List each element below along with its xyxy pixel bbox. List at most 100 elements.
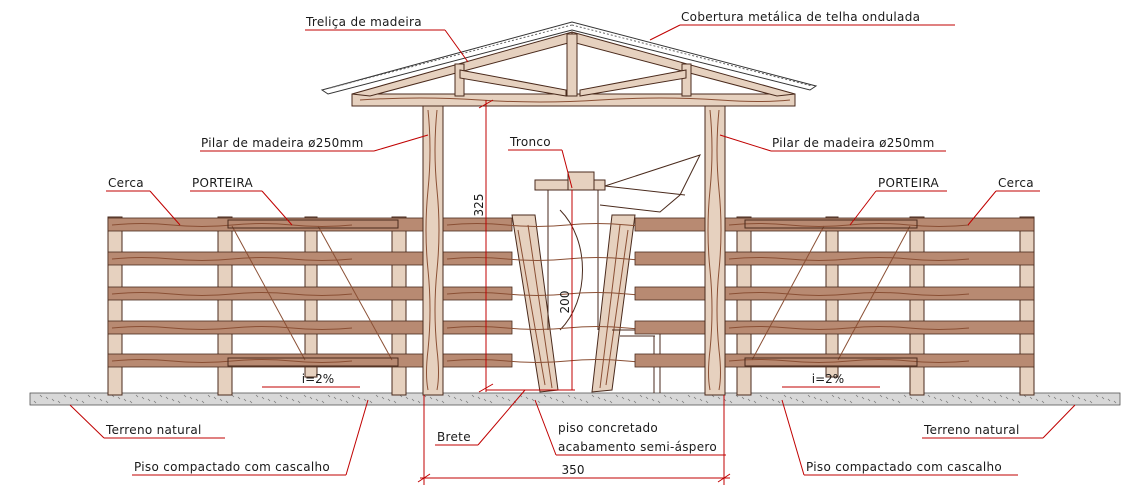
ground-hatch [537, 400, 541, 404]
ground-hatch [393, 400, 397, 404]
ground-hatch [243, 398, 247, 402]
ground-hatch [285, 396, 289, 400]
fence-rail [107, 286, 424, 301]
label-piso-compactado-left: Piso compactado com cascalho [132, 399, 369, 476]
svg-text:Treliça de madeira: Treliça de madeira [305, 15, 422, 29]
ground-hatch [309, 396, 313, 400]
ground-hatch [57, 400, 61, 404]
ground-hatch [75, 398, 79, 402]
ground-hatch [909, 396, 913, 400]
ground-hatch [249, 400, 253, 404]
fence-rail [634, 251, 706, 266]
ground-hatch [531, 398, 535, 402]
ground-hatch [567, 394, 571, 398]
svg-text:PORTEIRA: PORTEIRA [192, 176, 254, 190]
ground-hatch [501, 396, 505, 400]
ground-hatch [351, 394, 355, 398]
ground-hatch [957, 396, 961, 400]
ground-hatch [867, 398, 871, 402]
ground-hatch [429, 396, 433, 400]
ground-hatch [321, 400, 325, 404]
ground-hatch [885, 396, 889, 400]
ground-hatch [129, 400, 133, 404]
label-brete: Brete [435, 389, 526, 446]
svg-text:Pilar de madeira ø250mm: Pilar de madeira ø250mm [201, 136, 364, 150]
ground-hatch [1065, 400, 1069, 404]
ground-hatch [813, 396, 817, 400]
ground-hatch [987, 398, 991, 402]
ground-hatch [405, 396, 409, 400]
ground-hatch [1089, 400, 1093, 404]
ground-hatch [1029, 396, 1033, 400]
ground-hatch [735, 394, 739, 398]
ground-hatch [375, 394, 379, 398]
ground-hatch [459, 398, 463, 402]
ground-hatch [1047, 394, 1051, 398]
ground-hatch [609, 400, 613, 404]
ground-hatch [777, 400, 781, 404]
ground-hatch [51, 398, 55, 402]
ground-hatch [1101, 396, 1105, 400]
ground-hatch [1095, 394, 1099, 398]
ground-hatch [789, 396, 793, 400]
ground [29, 392, 1121, 406]
ground-hatch [645, 396, 649, 400]
ground-hatch [843, 398, 847, 402]
ground-hatch [105, 400, 109, 404]
ground-hatch [117, 396, 121, 400]
wood-grain [728, 292, 970, 296]
ground-hatch [573, 396, 577, 400]
ground-hatch [747, 398, 751, 402]
ground-hatch [195, 398, 199, 402]
ground-hatch [165, 396, 169, 400]
ground-hatch [369, 400, 373, 404]
ground-hatch [651, 398, 655, 402]
ground-hatch [411, 398, 415, 402]
ground-hatch [315, 398, 319, 402]
svg-text:Pilar de madeira ø250mm: Pilar de madeira ø250mm [772, 136, 935, 150]
ground-hatch [927, 394, 931, 398]
ground-hatch [1113, 400, 1117, 404]
ground-hatch [339, 398, 343, 402]
ground-hatch [225, 400, 229, 404]
ground-hatch [759, 394, 763, 398]
wood-grain [111, 359, 353, 363]
ground-hatch [849, 400, 853, 404]
fence-rail [107, 320, 424, 335]
ground-hatch [549, 396, 553, 400]
ground-hatch [435, 398, 439, 402]
ground-hatch [99, 398, 103, 402]
height-200-label: 200 [558, 291, 572, 314]
ground-hatch [1005, 396, 1009, 400]
ground-hatch [861, 396, 865, 400]
ground-hatch [345, 400, 349, 404]
ground-hatch [891, 398, 895, 402]
ground-hatch [963, 398, 967, 402]
fence-left [107, 216, 424, 396]
ground-hatch [327, 394, 331, 398]
ground-hatch [543, 394, 547, 398]
ground-hatch [561, 400, 565, 404]
svg-text:acabamento semi-áspero: acabamento semi-áspero [558, 440, 717, 454]
label-porteira-left: PORTEIRA [190, 176, 293, 226]
ground-hatch [489, 400, 493, 404]
ground-hatch [1077, 396, 1081, 400]
ground-hatch [807, 394, 811, 398]
pillar-right [704, 104, 726, 396]
ground-hatch [237, 396, 241, 400]
svg-text:Tronco: Tronco [509, 135, 551, 149]
label-cobertura: Cobertura metálica de telha ondulada [649, 10, 955, 41]
ground-hatch [93, 396, 97, 400]
height-325-label: 325 [472, 194, 486, 217]
slope-right: i=2% [782, 372, 880, 388]
ground-hatch [897, 400, 901, 404]
gate-left [227, 219, 399, 367]
ground-hatch [657, 400, 661, 404]
ground-hatch [873, 400, 877, 404]
ground-hatch [801, 400, 805, 404]
ground-hatch [795, 398, 799, 402]
ground-hatch [363, 398, 367, 402]
label-pilar-left: Pilar de madeira ø250mm [200, 134, 429, 152]
svg-text:Cerca: Cerca [998, 176, 1034, 190]
